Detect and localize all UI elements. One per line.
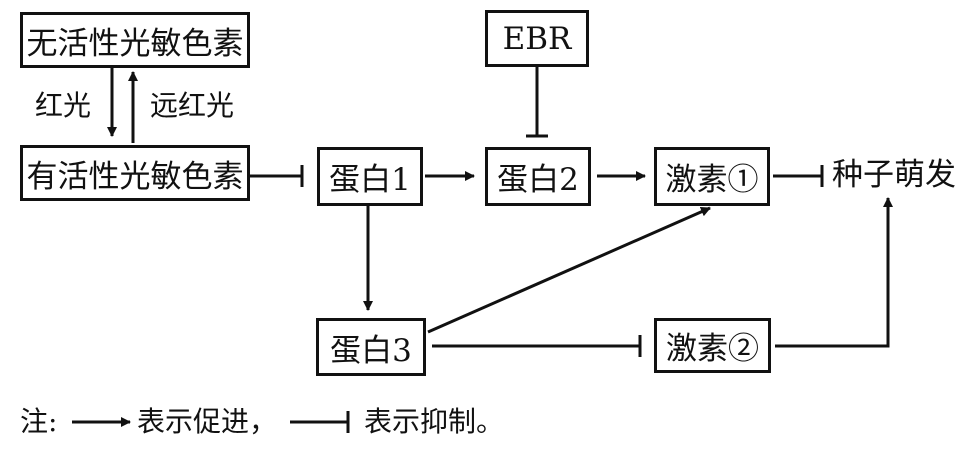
protein2-node: 蛋白2: [485, 147, 591, 206]
protein3-promotes-hormone1: [427, 206, 711, 334]
legend-promote-text: 表示促进，: [137, 405, 278, 438]
node-label: 蛋白3: [330, 332, 412, 369]
active-phytochrome-node: 有活性光敏色素: [20, 145, 250, 201]
node-label: 蛋白2: [497, 162, 579, 198]
protein3-node: 蛋白3: [316, 318, 426, 376]
hormone2-promotes-germination: [775, 197, 893, 348]
hormone1-node: 激素①: [654, 147, 770, 206]
node-label: 蛋白1: [329, 162, 411, 198]
legend-inhibit-text: 表示抑制。: [364, 405, 505, 438]
far-red-light-label: 远红光: [150, 89, 235, 122]
hormone2-node: 激素②: [654, 318, 771, 373]
node-label: EBR: [502, 20, 572, 57]
node-label: 无活性光敏色素: [26, 25, 244, 62]
inactive-phytochrome-node: 无活性光敏色素: [20, 12, 250, 68]
red-light-label: 红光: [35, 89, 92, 122]
node-label: 有活性光敏色素: [26, 158, 244, 195]
node-label: 激素②: [666, 331, 759, 367]
protein1-node: 蛋白1: [317, 147, 423, 206]
legend-prefix: 注:: [20, 405, 58, 438]
germination-label: 种子萌发: [832, 157, 956, 193]
node-label: 激素①: [665, 162, 759, 198]
ebr-node: EBR: [485, 10, 589, 67]
